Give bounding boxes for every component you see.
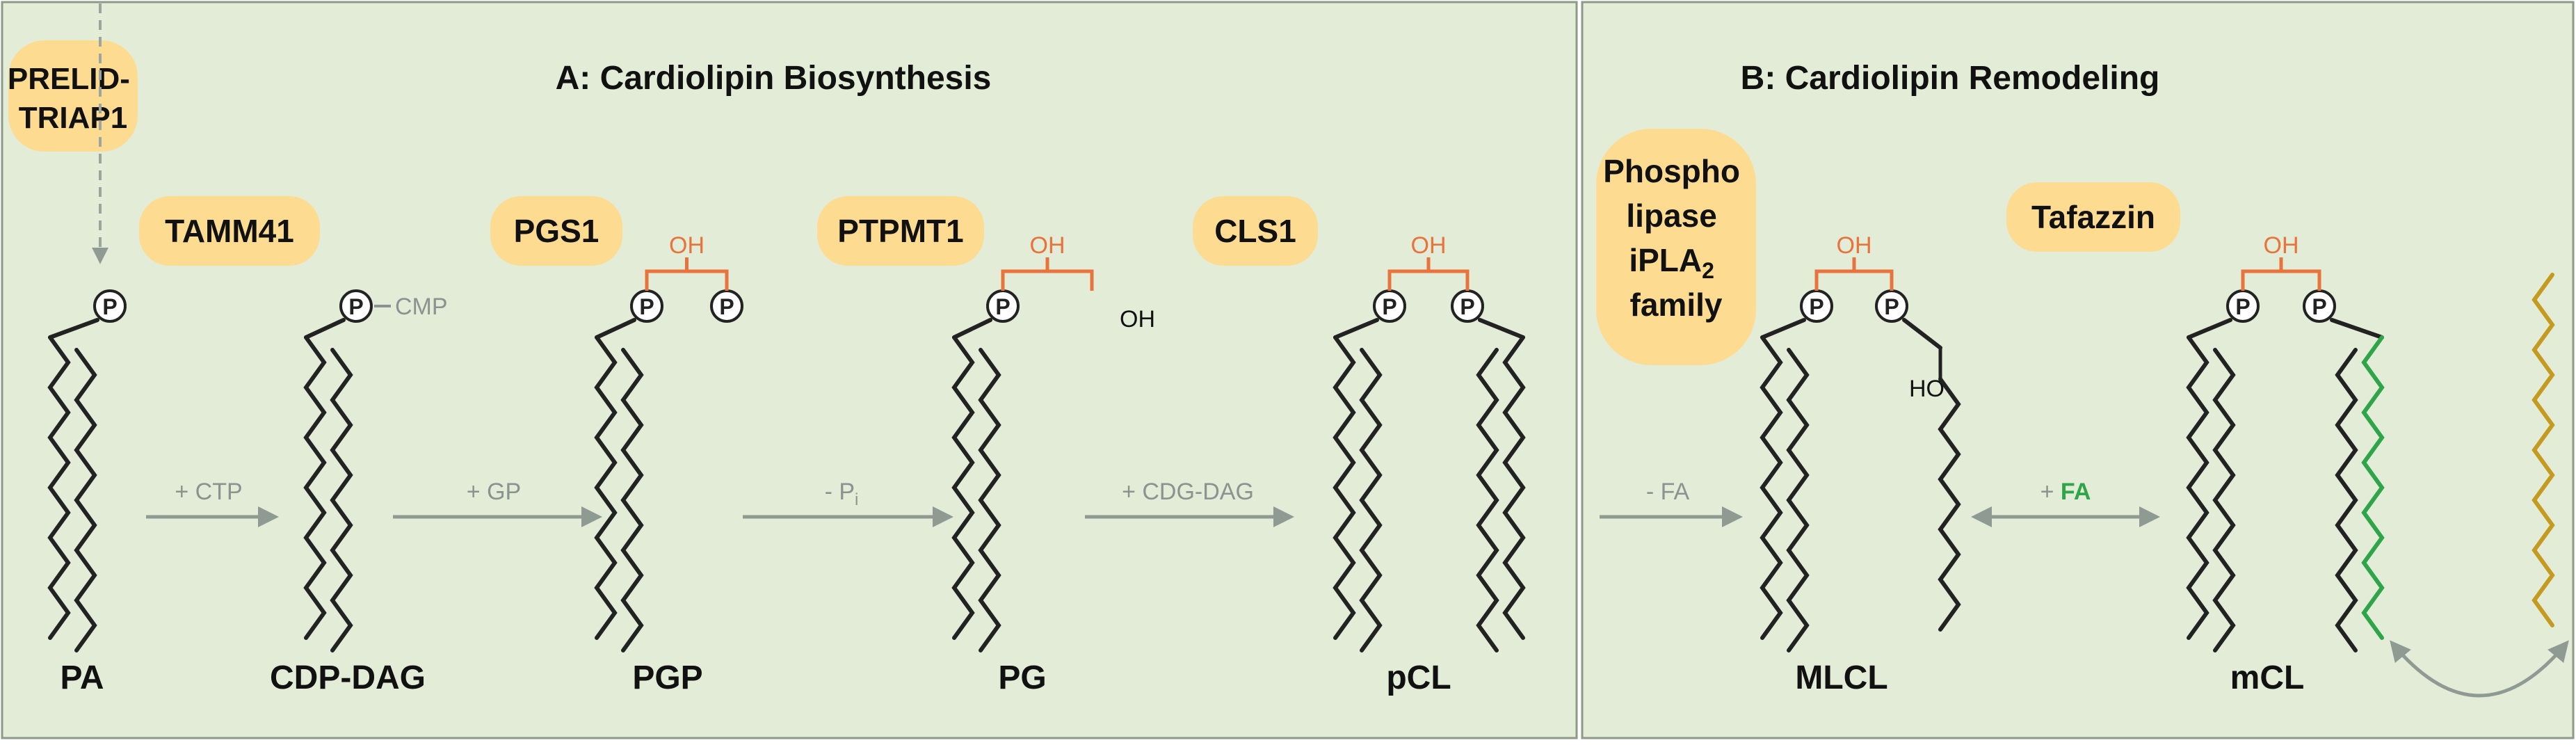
recycling-arrow [2390,640,2569,698]
cdp-dag-glycerol-bond [304,318,346,339]
pg-acyl-chain-2 [978,348,1001,652]
enzyme-badge-phospholipase [1596,129,1756,365]
enzyme-label-tamm41: TAMM41 [165,213,294,249]
pa-phosphate-circle [93,289,127,323]
enzyme-label-tafazzin: Tafazzin [2031,199,2155,235]
pcl-right-acyl-chain-2 [1476,348,1499,652]
enzyme-badge-tamm41 [139,196,320,266]
mcl-left-glycerol-bond [2187,318,2232,339]
panel-b-background [1581,1,2575,739]
pgp-acyl-chain-2 [620,348,644,652]
enzyme-label-phospholipase: Phospho lipase iPLA2 family [1603,153,1749,323]
pg-hydroxyl-label: OH [1030,232,1065,259]
mlcl-left-phosphate-label: P [1809,294,1824,319]
pgp-left-phosphate-label: P [639,294,654,319]
cmp-label: CMP [395,294,448,320]
step-label-cdgdag: + CDG-DAG [1122,479,1254,505]
mcl-hydroxyl-label: OH [2264,232,2299,259]
pcl-hydroxyl-label: OH [1411,232,1447,259]
mlcl-left-acyl-chain-1 [1760,335,1783,640]
pgp-hydroxyl-label: OH [669,232,705,259]
mlcl-right-glycerol-bond [1902,318,1942,350]
molecule-label-mcl: mCL [2230,659,2305,696]
prelid-triap1-label: PRELID- TRIAP1 [8,62,138,135]
prelid-triap1-badge [8,40,138,152]
molecule-drawings: P P P P OH P OH P P OH P P OH P P OH [47,232,2555,652]
pg-oh-label: OH [1120,306,1155,333]
pcl-right-phosphate-label: P [1460,294,1474,319]
step-label-plus-fa: + FA [2040,479,2091,505]
mlcl-left-glycerol-bond [1760,318,1806,339]
mcl-right-acyl-chain-1 [2361,335,2385,640]
enzyme-label-pgs1: PGS1 [514,213,599,249]
pcl-left-acyl-chain-2 [1359,348,1383,652]
pg-phosphate-label: P [995,294,1010,319]
mcl-right-phosphate-label: P [2312,294,2326,319]
mcl-right-acyl-chain-2 [2335,348,2358,652]
pa-acyl-chain-2 [74,348,97,652]
mlcl-hydroxyl-label: OH [1837,232,1872,259]
pa-phosphate-label: P [102,294,117,319]
pa-glycerol-bond [48,318,99,339]
molecule-label-pgp: PGP [632,659,702,696]
mcl-left-acyl-chain-1 [2186,335,2209,640]
pcl-left-glycerol-bond [1333,318,1379,339]
pcl-left-phosphate-label: P [1382,294,1396,319]
cdp-dag-acyl-chain-1 [303,335,327,640]
pg-acyl-chain-1 [951,335,975,640]
enzyme-badge-tafazzin [2006,182,2180,252]
panel-a-background [1,1,1578,739]
cdp-dag-phosphate-circle [339,289,373,323]
mlcl-right-phosphate-label: P [1884,294,1899,319]
enzyme-badge-cls1 [1193,196,1318,266]
enzyme-label-cls1: CLS1 [1214,213,1296,249]
molecule-label-pcl: pCL [1386,659,1451,696]
molecule-label-mlcl: MLCL [1795,659,1887,696]
cdp-dag-phosphate-label: P [348,294,363,319]
step-label-minus-fa: - FA [1646,479,1690,505]
step-label-ctp: + CTP [175,479,242,505]
pa-acyl-chain-1 [47,335,71,640]
step-label-pi: - Pi [825,479,859,509]
pcl-right-acyl-chain-1 [1502,335,1526,640]
enzyme-badge-ptpmt1 [817,196,984,266]
enzyme-label-ptpmt1: PTPMT1 [837,213,963,249]
molecule-label-cdp-dag: CDP-DAG [270,659,426,696]
mcl-right-glycerol-bond [2330,318,2384,339]
pcl-right-glycerol-bond [1478,318,1525,339]
pgp-right-phosphate-label: P [719,294,734,319]
step-label-gp: + GP [467,479,521,505]
pgp-glycerol-bond [595,318,636,339]
enzyme-badge-pgs1 [490,196,622,266]
free-fatty-acid-chain [2531,273,2555,627]
mlcl-right-acyl-chain [1938,377,1961,632]
molecule-label-pg: PG [998,659,1046,696]
panel-b-title: B: Cardiolipin Remodeling [1741,60,2160,97]
mcl-left-phosphate-label: P [2235,294,2250,319]
mlcl-left-acyl-chain-2 [1786,348,1810,652]
mcl-left-acyl-chain-2 [2212,348,2236,652]
pgp-acyl-chain-1 [594,335,618,640]
pg-glycerol-bond [952,318,992,339]
panel-a-title: A: Cardiolipin Biosynthesis [556,60,992,97]
pcl-left-acyl-chain-1 [1333,335,1356,640]
molecule-label-pa: PA [60,659,104,696]
cdp-dag-acyl-chain-2 [330,348,353,652]
